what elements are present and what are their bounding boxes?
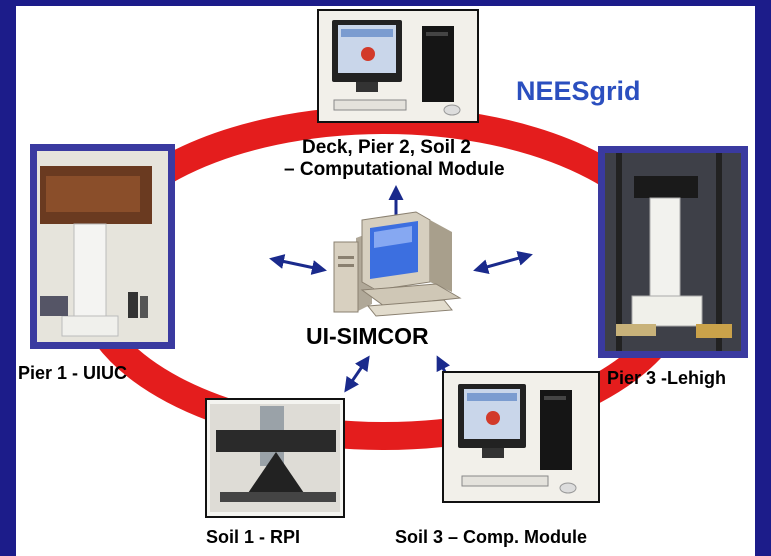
deck-label-line2: – Computational Module <box>284 159 505 180</box>
soil3-label: Soil 3 – Comp. Module <box>395 527 588 547</box>
arrow-bottom-left <box>344 355 370 393</box>
network-label: NEESgrid <box>516 76 641 106</box>
center-label: UI-SIMCOR <box>306 323 429 349</box>
deck-computer-photo <box>317 9 479 123</box>
soil3-computer-photo <box>442 371 600 503</box>
pier3-label: Pier 3 -Lehigh <box>607 368 727 388</box>
soil1-label: Soil 1 - RPI <box>206 527 301 547</box>
simcor-workstation-icon <box>333 211 462 317</box>
pier1-label: Pier 1 - UIUC <box>18 363 128 383</box>
diagram-canvas <box>30 9 748 518</box>
pier3-photo <box>598 146 748 358</box>
arrow-right <box>473 250 533 275</box>
deck-label-line1: Deck, Pier 2, Soil 2 <box>302 137 471 158</box>
soil1-photo <box>205 398 345 518</box>
arrow-left <box>269 254 327 275</box>
pier1-photo <box>30 144 175 349</box>
slide: NEESgrid Deck, Pier 2, Soil 2 – Computat… <box>16 6 755 556</box>
